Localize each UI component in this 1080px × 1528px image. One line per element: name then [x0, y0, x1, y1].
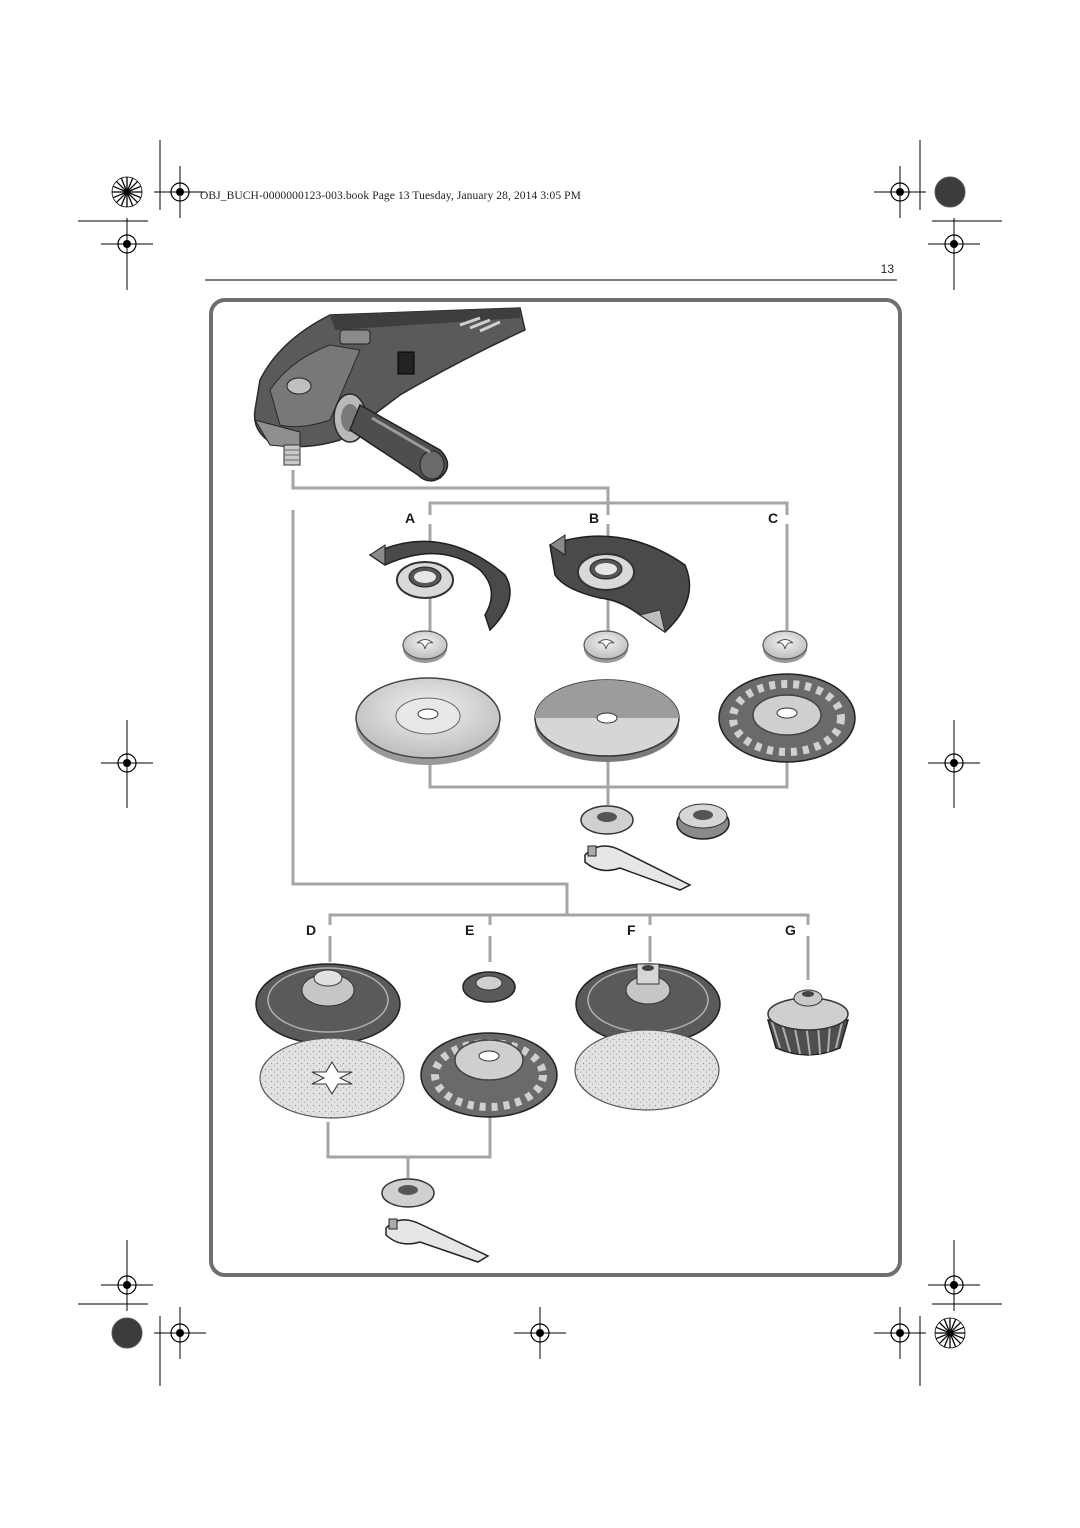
clamping-nut-and-spanner-bottom [381, 1178, 490, 1263]
mounting-flange-b [583, 630, 629, 664]
cutting-disc-b [534, 679, 680, 762]
angle-grinder-illustration [253, 307, 526, 482]
wire-wheel-brush-c [718, 673, 856, 763]
page-number: 13 [880, 262, 894, 276]
mounting-flange-c [762, 630, 808, 664]
variant-label-g: G [785, 922, 796, 938]
connector-lines [291, 470, 810, 1178]
sanding-sheet-f [574, 1029, 720, 1111]
clamping-nut-e [462, 971, 516, 1003]
cup-brush-g [767, 989, 849, 1056]
printer-marks [78, 140, 1002, 1386]
variant-label-b: B [589, 510, 600, 526]
mounting-flange-a [402, 630, 448, 664]
guard-a-illustration [368, 540, 511, 632]
grinding-disc-a [355, 677, 501, 765]
print-file-info: OBJ_BUCH-0000000123-003.book Page 13 Tue… [200, 190, 581, 202]
clamping-nut-and-spanner-top [580, 805, 692, 891]
backing-pad-d [255, 963, 401, 1045]
variant-label-d: D [306, 922, 317, 938]
variant-label-a: A [405, 510, 416, 526]
sanding-sheet-d [259, 1037, 405, 1119]
quick-clamping-nut [676, 803, 730, 840]
variant-label-e: E [465, 922, 475, 938]
guard-b-illustration [549, 534, 691, 634]
wire-wheel-brush-e [420, 1032, 558, 1118]
variant-label-f: F [627, 922, 636, 938]
variant-label-c: C [768, 510, 779, 526]
figure-frame [209, 298, 902, 1277]
